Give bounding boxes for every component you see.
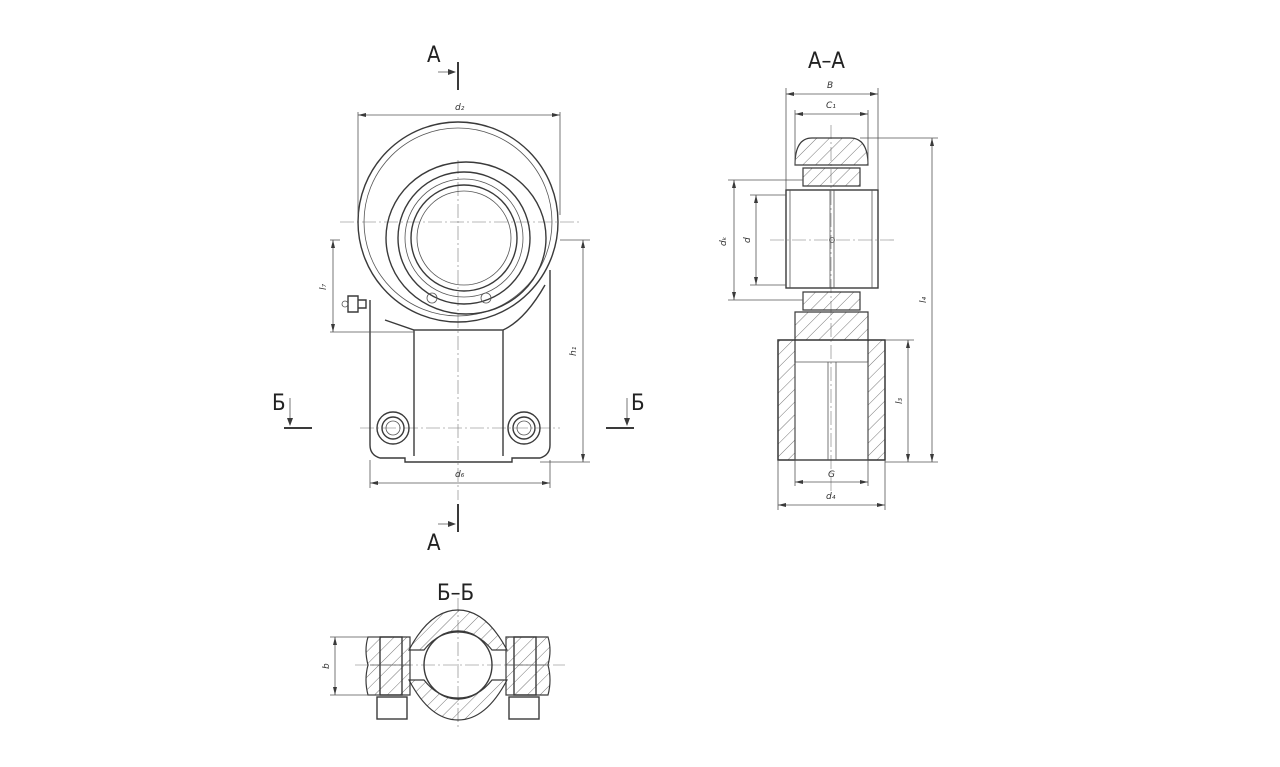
dim-l4: l₄ xyxy=(919,296,929,303)
cut-mark-b-left: Б xyxy=(272,391,312,429)
dim-C1: C₁ xyxy=(826,101,836,111)
dim-l3: l₃ xyxy=(895,397,905,404)
section-bb-dimensions: b xyxy=(322,636,380,696)
cut-mark-a-top: А xyxy=(427,43,459,90)
bearing-bore xyxy=(410,184,518,292)
cut-label-a-top: А xyxy=(427,43,441,68)
section-aa-view xyxy=(770,125,895,495)
dim-h1: h₁ xyxy=(569,346,579,356)
housing-outer-circle xyxy=(357,121,559,323)
cut-label-a-bottom: А xyxy=(427,531,441,556)
cut-mark-b-right: Б xyxy=(606,391,645,429)
dim-G: G xyxy=(828,470,835,480)
dim-B: B xyxy=(827,81,833,91)
dim-d: d xyxy=(743,237,753,243)
section-bb-title: Б–Б xyxy=(437,581,474,606)
dim-d4: d₄ xyxy=(826,492,836,502)
dim-b: b xyxy=(322,663,332,669)
dim-dk: dₖ xyxy=(719,236,729,246)
front-view xyxy=(340,121,580,500)
section-bb-view xyxy=(355,598,565,730)
dim-d6: d₆ xyxy=(455,470,465,480)
section-aa-title: А–А xyxy=(808,49,845,74)
cut-label-b-right: Б xyxy=(631,391,645,416)
cut-label-b-left: Б xyxy=(272,391,286,416)
section-aa-dimensions: B C₁ dₖ d l₄ l₃ xyxy=(719,81,938,510)
dim-l7: l₇ xyxy=(319,283,329,290)
front-view-dimensions: d₂ l₇ h₁ d₆ xyxy=(319,103,590,488)
dim-d2: d₂ xyxy=(455,103,465,113)
cut-mark-a-bottom: А xyxy=(427,504,459,556)
